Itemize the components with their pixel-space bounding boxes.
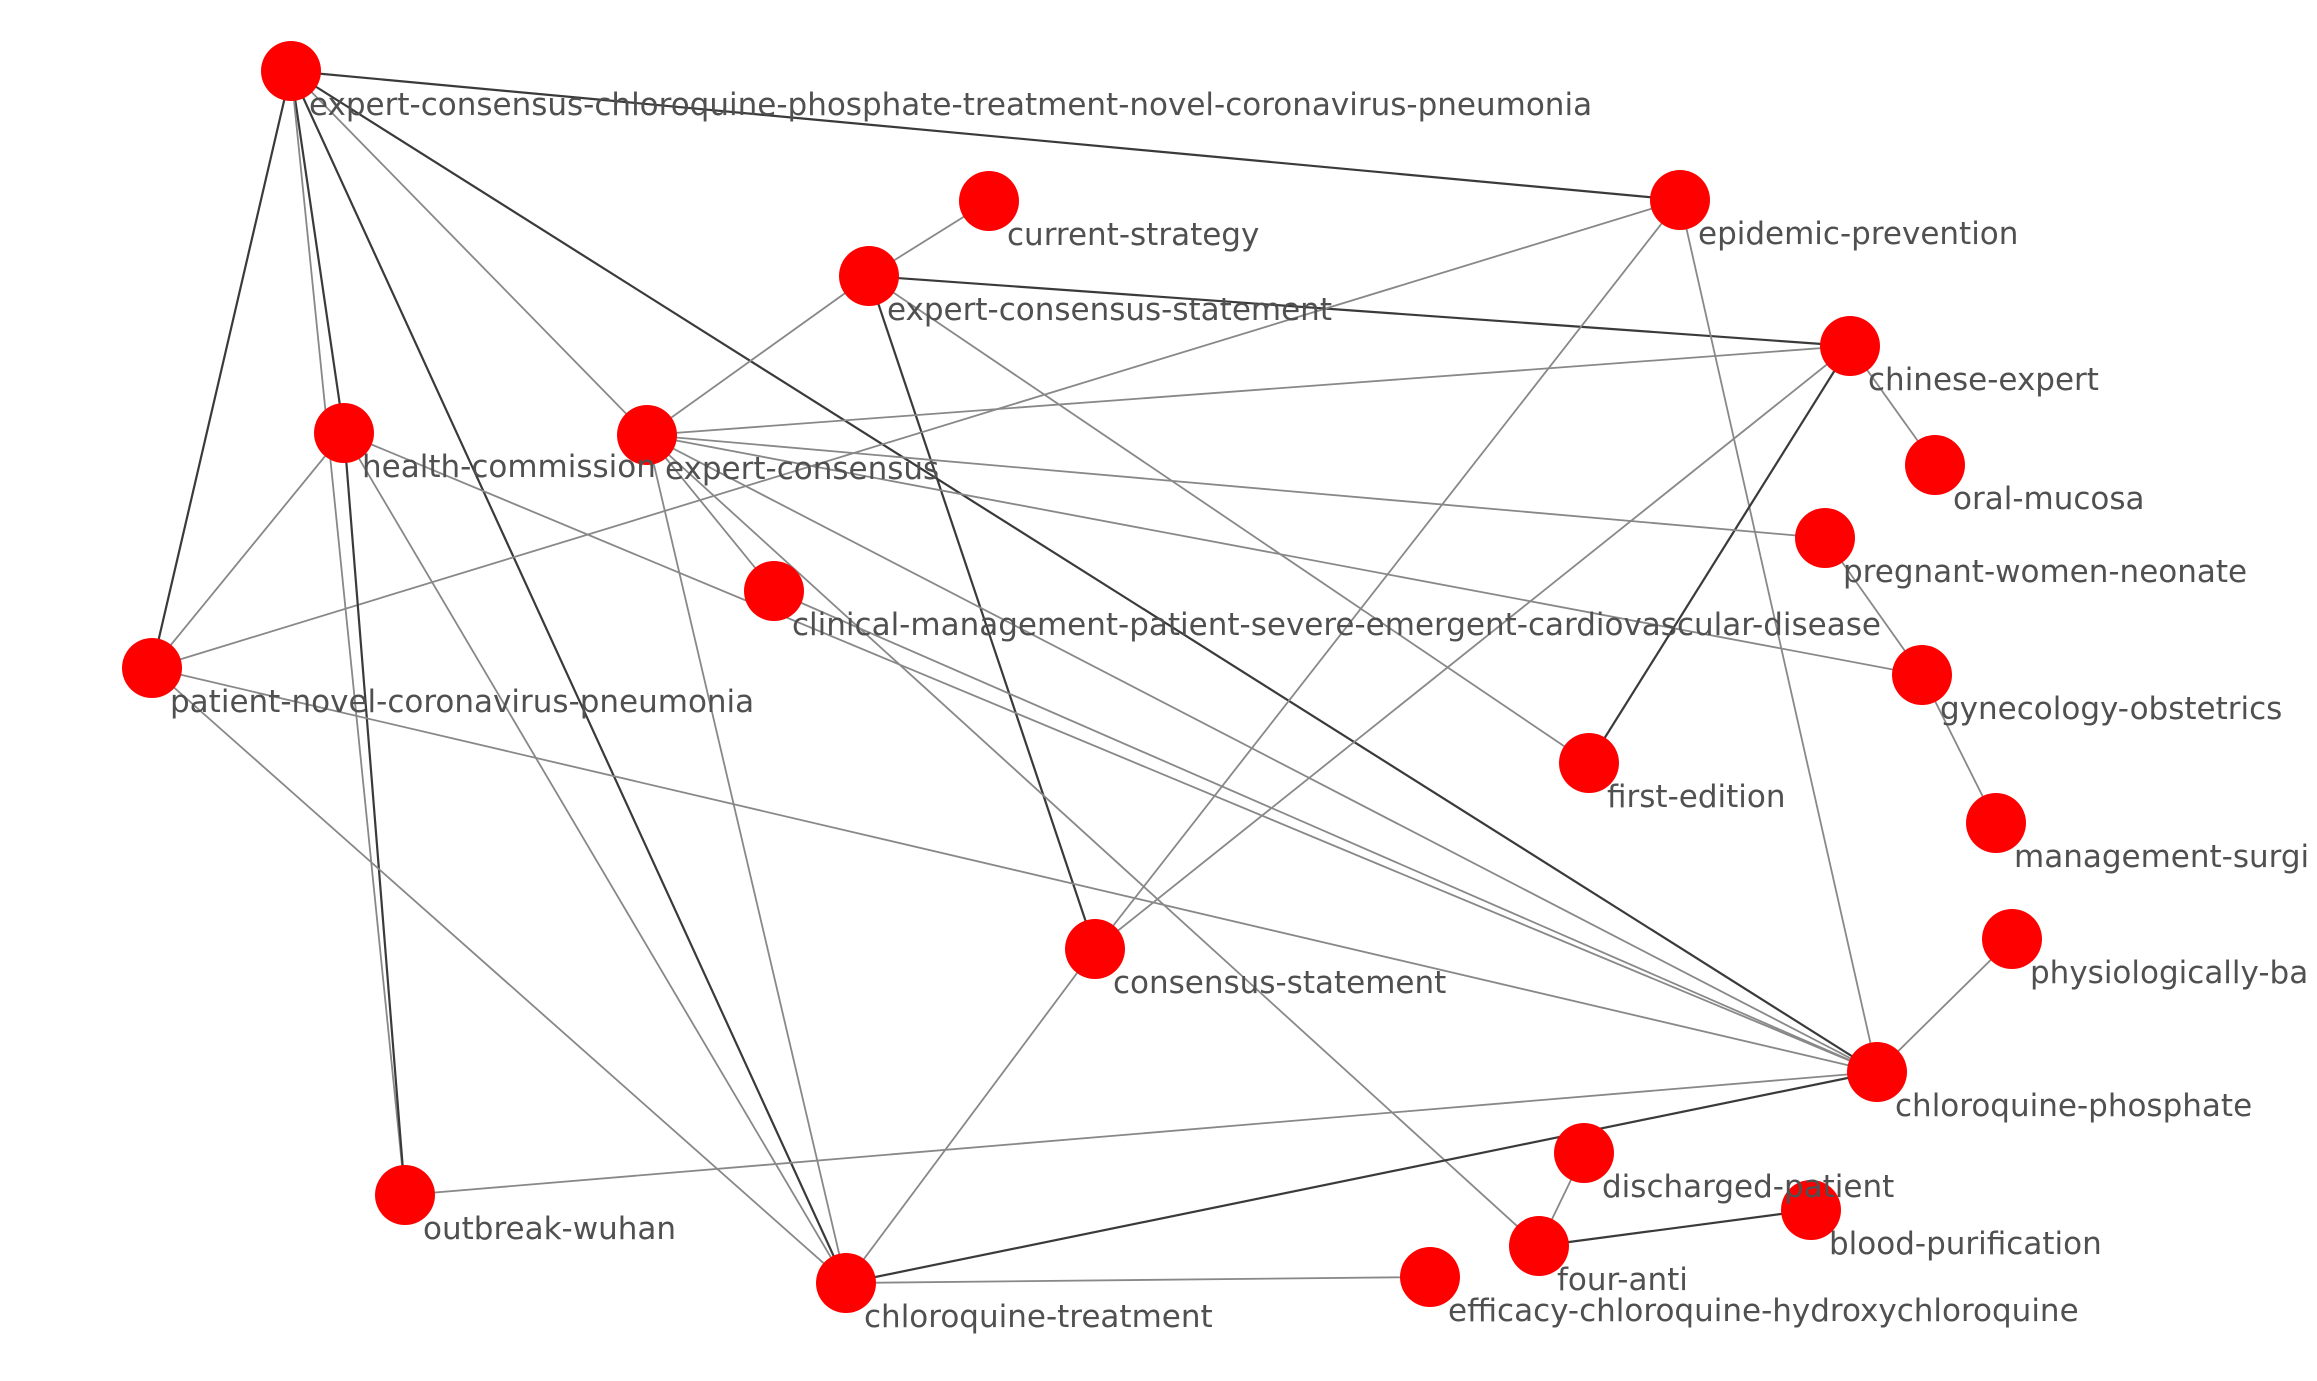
- edge-consensus_statement-to-cq_treatment: [845, 948, 1096, 1284]
- node-oral-mucosa[interactable]: [1905, 435, 1965, 495]
- node-label-consensus-statement: consensus-statement: [1113, 965, 1446, 1001]
- node-label-pregnant-women: pregnant-women-neonate: [1843, 554, 2247, 590]
- node-outbreak-wuhan[interactable]: [375, 1165, 435, 1225]
- node-efficacy-cq[interactable]: [1400, 1247, 1460, 1307]
- node-physiologically[interactable]: [1982, 909, 2042, 969]
- edge-expert_consensus-to-clinical_management: [646, 434, 775, 592]
- edge-clinical_management-to-cq_phosphate: [773, 590, 1878, 1073]
- edge-expert_consensus_statement-to-chinese_expert: [868, 274, 1851, 348]
- node-current-strategy[interactable]: [959, 171, 1019, 231]
- edge-cq_phosphate-to-cq_treatment: [845, 1070, 1878, 1285]
- edge-health_commission-to-cq_phosphate: [343, 432, 1878, 1073]
- node-label-health-commission: health-commission: [362, 449, 656, 485]
- node-gynecology[interactable]: [1892, 645, 1952, 705]
- edge-chinese_expert-to-first_edition: [1588, 345, 1851, 764]
- edge-expert_consensus_statement-to-first_edition: [868, 275, 1590, 764]
- node-label-discharged-patient: discharged-patient: [1602, 1169, 1894, 1205]
- node-label-management-surgi: management-surgi: [2014, 839, 2309, 875]
- node-cq-treatment[interactable]: [816, 1253, 876, 1313]
- node-label-expert-consensus: expert-consensus: [665, 451, 939, 487]
- node-label-first-edition: first-edition: [1607, 779, 1786, 815]
- edge-cq_treatment-to-efficacy_cq: [845, 1276, 1431, 1284]
- edge-expert_consensus-to-four_anti: [646, 434, 1540, 1247]
- node-label-cq-treatment: chloroquine-treatment: [864, 1299, 1213, 1335]
- node-epidemic-prevention[interactable]: [1650, 170, 1710, 230]
- edge-health_commission-to-outbreak_wuhan: [342, 432, 407, 1196]
- edge-expert_consensus-to-pregnant_women: [646, 434, 1826, 539]
- node-patient-ncp[interactable]: [122, 638, 182, 698]
- edge-patient_ncp-to-cq_treatment: [151, 667, 847, 1284]
- edge-health_commission-to-cq_treatment: [343, 432, 847, 1284]
- edge-expert_consensus_statement-to-expert_consensus: [646, 275, 870, 436]
- node-four-anti[interactable]: [1509, 1216, 1569, 1276]
- edge-cq_phosphate-to-physiologically: [1876, 938, 2013, 1073]
- node-pregnant-women[interactable]: [1795, 508, 1855, 568]
- node-label-gynecology: gynecology-obstetrics: [1940, 691, 2282, 727]
- edge-chinese_expert-to-expert_consensus: [646, 345, 1851, 436]
- node-label-four-anti: four-anti: [1557, 1262, 1688, 1298]
- node-label-oral-mucosa: oral-mucosa: [1953, 481, 2145, 517]
- edge-layer: [150, 69, 2013, 1285]
- edge-expert_cq_phosphate-to-outbreak_wuhan: [290, 70, 406, 1196]
- node-label-expert-consensus-statement: expert-consensus-statement: [887, 292, 1332, 328]
- edge-expert_consensus-to-cq_phosphate: [646, 434, 1878, 1073]
- edge-expert_cq_phosphate-to-patient_ncp: [150, 70, 293, 669]
- label-layer: expert-consensus-chloroquine-phosphate-t…: [170, 87, 2309, 1335]
- edge-expert_cq_phosphate-to-health_commission: [289, 70, 346, 434]
- edge-chinese_expert-to-consensus_statement: [1094, 345, 1851, 950]
- node-label-epidemic-prevention: epidemic-prevention: [1698, 216, 2018, 252]
- node-expert-consensus[interactable]: [617, 405, 677, 465]
- node-management-surgi[interactable]: [1966, 793, 2026, 853]
- node-consensus-statement[interactable]: [1065, 919, 1125, 979]
- node-label-current-strategy: current-strategy: [1007, 217, 1259, 253]
- node-label-expert-cq-phosphate: expert-consensus-chloroquine-phosphate-t…: [309, 87, 1592, 123]
- node-first-edition[interactable]: [1559, 733, 1619, 793]
- node-label-blood-purification: blood-purification: [1829, 1226, 2102, 1262]
- edge-expert_cq_phosphate-to-expert_consensus: [290, 70, 648, 436]
- node-discharged-patient[interactable]: [1554, 1123, 1614, 1183]
- edge-expert_consensus-to-cq_treatment: [646, 434, 847, 1284]
- edge-health_commission-to-patient_ncp: [151, 432, 345, 669]
- node-blood-purification[interactable]: [1781, 1180, 1841, 1240]
- edge-expert_consensus-to-gynecology: [646, 434, 1923, 676]
- edge-epidemic_prevention-to-cq_phosphate: [1679, 199, 1878, 1073]
- edge-epidemic_prevention-to-patient_ncp: [151, 199, 1681, 669]
- node-chinese-expert[interactable]: [1820, 316, 1880, 376]
- edge-patient_ncp-to-cq_phosphate: [151, 667, 1878, 1073]
- node-label-cq-phosphate: chloroquine-phosphate: [1895, 1088, 2252, 1124]
- node-label-patient-ncp: patient-novel-coronavirus-pneumonia: [170, 684, 754, 720]
- node-label-efficacy-cq: efficacy-chloroquine-hydroxychloroquine: [1448, 1293, 2079, 1329]
- node-health-commission[interactable]: [314, 403, 374, 463]
- edge-expert_cq_phosphate-to-epidemic_prevention: [290, 69, 1681, 202]
- edge-expert_cq_phosphate-to-cq_phosphate: [290, 70, 1878, 1073]
- node-clinical-management[interactable]: [744, 561, 804, 621]
- edge-expert_cq_phosphate-to-cq_treatment: [289, 70, 848, 1284]
- node-label-clinical-management: clinical-management-patient-severe-emerg…: [792, 607, 1881, 643]
- node-label-chinese-expert: chinese-expert: [1868, 362, 2099, 398]
- node-expert-cq-phosphate[interactable]: [261, 41, 321, 101]
- node-layer: [122, 41, 2042, 1313]
- node-expert-consensus-statement[interactable]: [839, 246, 899, 306]
- edge-four_anti-to-blood_purification: [1538, 1208, 1812, 1248]
- edge-cq_phosphate-to-outbreak_wuhan: [404, 1071, 1878, 1196]
- node-cq-phosphate[interactable]: [1847, 1042, 1907, 1102]
- edge-expert_consensus_statement-to-consensus_statement: [867, 275, 1097, 950]
- node-label-outbreak-wuhan: outbreak-wuhan: [423, 1211, 676, 1247]
- node-label-physiologically: physiologically-ba: [2030, 955, 2308, 991]
